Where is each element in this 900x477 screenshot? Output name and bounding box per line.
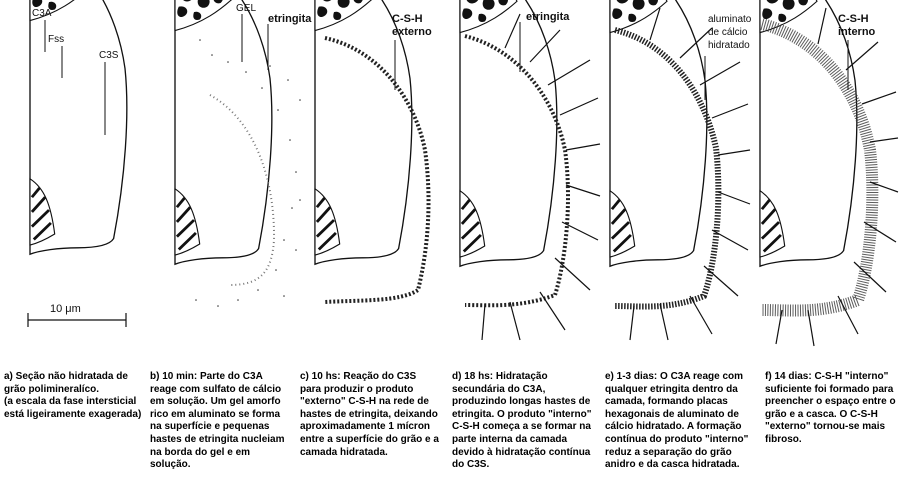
panel-c: C-S-H externo <box>313 0 432 304</box>
scale-bar: 10 μm <box>27 303 127 327</box>
label-csh-externo: C-S-H externo <box>392 13 432 90</box>
svg-text:C-S-H: C-S-H <box>838 13 869 25</box>
panel-f: C-S-H interno <box>758 0 899 347</box>
label-gel: GEL <box>236 3 256 62</box>
caption-a: a) Seção não hidratada de grão poliminer… <box>4 371 142 420</box>
label-csh-interno: C-S-H interno <box>838 13 876 90</box>
label-aluminato-calcio-hidratado: aluminato de cálcio hidratado <box>704 14 752 100</box>
caption-e: e) 1-3 dias: O C3A reage com qualquer et… <box>605 371 749 471</box>
caption-c: c) 10 hs: Reação do C3S para produzir o … <box>300 371 439 458</box>
svg-text:C-S-H: C-S-H <box>392 13 423 25</box>
label-etringita-b: etringita <box>267 13 312 70</box>
panel-a: C3A Fss C3S 10 μm <box>27 0 129 327</box>
svg-text:externo: externo <box>392 26 432 38</box>
label-c3s: C3S <box>99 50 119 135</box>
svg-text:10 μm: 10 μm <box>50 303 81 315</box>
panel-b: GEL etringita <box>173 0 312 307</box>
label-c3a: C3A <box>32 8 52 52</box>
label-etringita-d: etringita <box>519 11 570 72</box>
panel-d: etringita <box>458 0 601 341</box>
svg-text:Fss: Fss <box>48 34 64 45</box>
caption-d: d) 18 hs: Hidratação secundária do C3A, … <box>452 371 592 471</box>
svg-text:interno: interno <box>838 26 876 38</box>
caption-f: f) 14 dias: C-S-H "interno" suficiente f… <box>765 371 896 445</box>
svg-text:etringita: etringita <box>526 11 570 23</box>
svg-text:de cálcio: de cálcio <box>708 27 748 38</box>
svg-text:etringita: etringita <box>268 13 312 25</box>
svg-text:GEL: GEL <box>236 3 256 14</box>
svg-text:C3S: C3S <box>99 50 119 61</box>
caption-b: b) 10 min: Parte do C3A reage com sulfat… <box>150 371 285 471</box>
panel-e: aluminato de cálcio hidratado <box>608 0 752 341</box>
label-fss: Fss <box>48 34 64 78</box>
svg-text:aluminato: aluminato <box>708 14 752 25</box>
svg-text:C3A: C3A <box>32 8 52 19</box>
svg-text:hidratado: hidratado <box>708 40 750 51</box>
